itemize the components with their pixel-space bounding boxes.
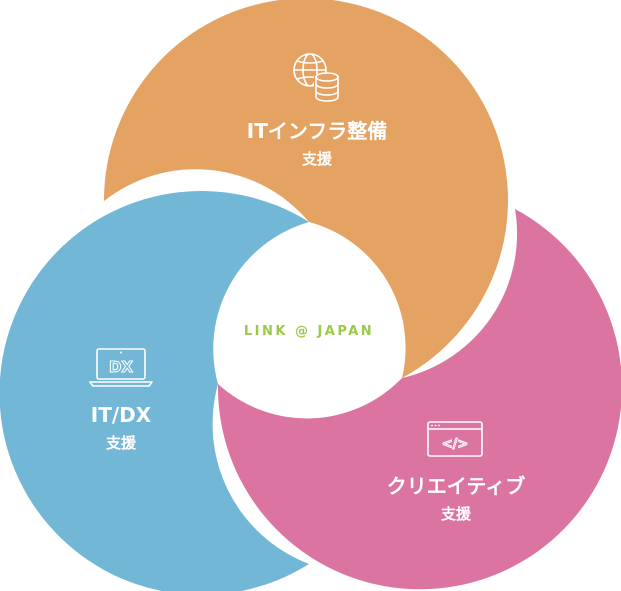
code-window-icon-text: </> xyxy=(442,437,469,452)
segment-infra-title: ITインフラ整備 xyxy=(247,119,387,143)
segment-creative-shape xyxy=(217,209,621,590)
segment-dx-title: IT/DX xyxy=(91,403,152,427)
segment-dx-shape xyxy=(0,191,309,591)
segment-infra[interactable] xyxy=(103,0,508,378)
segment-infra-subtitle: 支援 xyxy=(301,150,333,168)
code-window-icon: </> xyxy=(427,421,483,457)
laptop-dx-icon-text: DX xyxy=(109,358,133,376)
globe-database-icon xyxy=(293,53,340,102)
segment-creative-title: クリエイティブ xyxy=(387,474,525,498)
segment-infra-shape xyxy=(103,0,508,378)
segment-dx-subtitle: 支援 xyxy=(105,434,137,452)
segment-creative-subtitle: 支援 xyxy=(440,505,472,523)
segment-creative[interactable] xyxy=(217,209,621,590)
laptop-dx-icon: DX xyxy=(89,348,153,387)
center-brand-label: LINK @ JAPAN xyxy=(244,324,374,339)
segment-dx[interactable] xyxy=(0,191,309,591)
